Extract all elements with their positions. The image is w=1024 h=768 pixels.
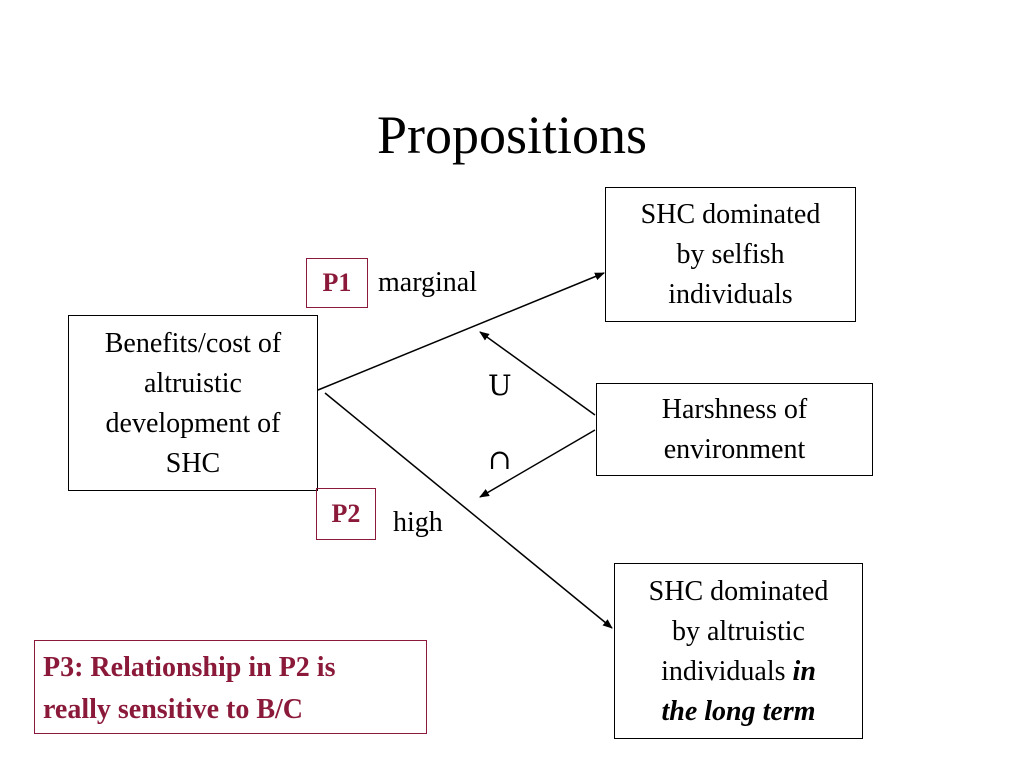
selfish-line-1: SHC dominated [640, 199, 821, 230]
p3-line-1: P3: Relationship in P2 is [43, 652, 336, 683]
selfish-line-2: by selfish [676, 239, 785, 270]
source-line-3: development of [105, 408, 281, 439]
p2-tag: P2 [316, 488, 376, 540]
source-line-2: altruistic [144, 368, 242, 399]
harshness-line-1: Harshness of [661, 394, 808, 425]
altruistic-line-3-plain: individuals [661, 656, 793, 687]
source-box: Benefits/cost of altruistic development … [68, 315, 318, 491]
harshness-line-2: environment [663, 434, 806, 465]
marginal-label: marginal [378, 267, 478, 298]
p3-line-2: really sensitive to B/C [43, 694, 304, 725]
altruistic-line-2: by altruistic [672, 616, 805, 647]
altruistic-line-3: individuals in [615, 652, 862, 692]
altruistic-line-4: the long term [615, 692, 862, 732]
arrow-to-altruistic [324, 392, 613, 629]
arrow-harshness-up [479, 331, 596, 416]
high-label: high [393, 507, 443, 538]
altruistic-outcome-box: SHC dominated by altruistic individuals … [614, 563, 863, 739]
altruistic-line-4-emphasis: the long term [661, 696, 816, 727]
intersection-symbol: ∩ [488, 443, 512, 476]
source-line-1: Benefits/cost of [104, 328, 282, 359]
altruistic-line-1: SHC dominated [648, 576, 829, 607]
page-title: Propositions [376, 105, 648, 165]
harshness-box: Harshness of environment [596, 383, 873, 476]
selfish-outcome-box: SHC dominated by selfish individuals [605, 187, 856, 322]
union-symbol: U [488, 369, 512, 402]
arrow-to-selfish [317, 272, 605, 391]
source-line-4: SHC [165, 448, 221, 479]
altruistic-line-3-emphasis: in [792, 656, 816, 687]
p3-proposition-box: P3: Relationship in P2 is really sensiti… [34, 640, 427, 734]
p1-tag: P1 [306, 258, 368, 308]
arrow-harshness-down [479, 429, 596, 498]
selfish-line-3: individuals [668, 279, 793, 310]
